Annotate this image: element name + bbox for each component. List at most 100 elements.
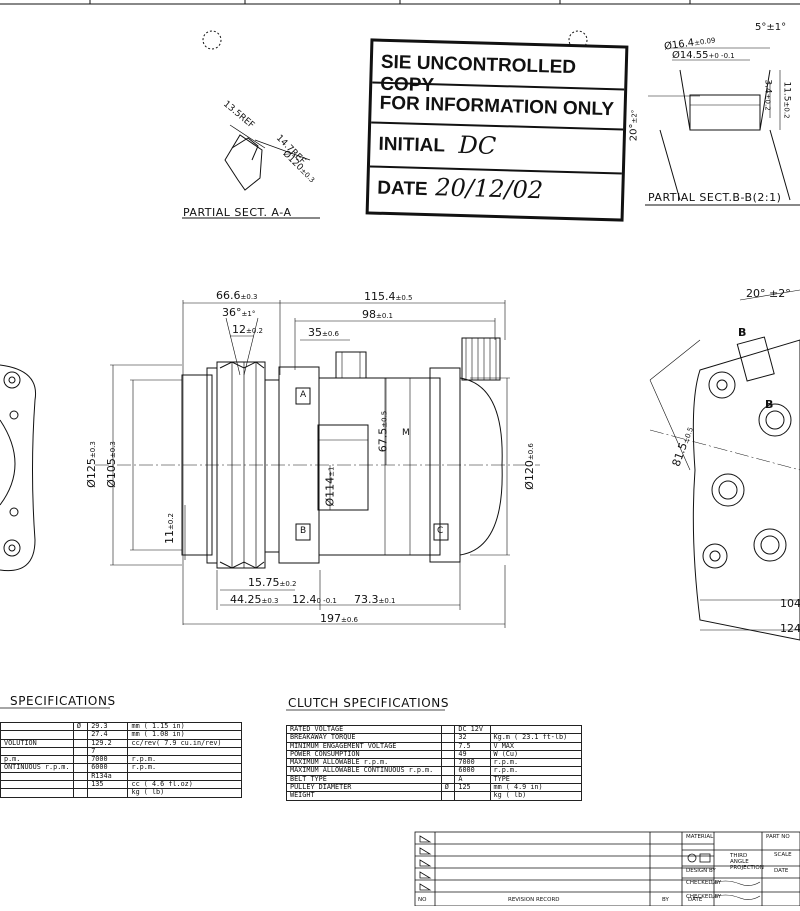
stamp-date-value: 20/12/02: [434, 173, 544, 205]
dim-36deg-val: 36°: [222, 306, 242, 319]
tb-part-no-label: PART NO: [766, 834, 790, 840]
section-a-title: PARTIAL SECT. A-A: [183, 206, 292, 219]
dim-d120-main-tol: ±0.6: [526, 443, 535, 461]
spec-cell-c4: cc/rev( 7.9 cu.in/rev): [127, 738, 242, 748]
dim-d105-val: Ø105: [104, 458, 118, 488]
clutch-spec-title: CLUTCH SPECIFICATIONS: [288, 696, 450, 710]
dim-angle-5: 5°±1°: [755, 22, 787, 33]
dim-d16-4-tol: ±0.09: [693, 36, 716, 48]
dim-36deg: 36°±1°: [222, 306, 255, 319]
dim-44-25: 44.25±0.3: [230, 593, 279, 606]
dim-12: 12±0.2: [232, 323, 263, 336]
spec-cell-c3: 135: [87, 780, 129, 790]
tb-no-label: NO: [418, 897, 427, 903]
dim-right-20deg: 20° ±2°: [746, 287, 791, 300]
dim-d14-55-tol: +0 -0.1: [708, 52, 735, 60]
spec-cell-c3: 125: [454, 783, 491, 793]
spec-cell-c4: r.p.m.: [127, 763, 242, 773]
spec-cell-c4: Kg.m ( 23.1 ft-lb): [489, 733, 583, 743]
spec-cell-c3: 129.2: [87, 738, 129, 748]
dim-3-4-tol: ±0.2: [763, 93, 772, 111]
section-mark-b2: B: [765, 398, 774, 411]
dim-35-tol: ±0.6: [322, 330, 339, 338]
dim-115-4: 115.4±0.5: [364, 290, 413, 303]
left-partial-view: [0, 364, 37, 572]
dim-66-6-val: 66.6: [216, 289, 241, 302]
marking-b: B: [300, 526, 307, 536]
dim-98-tol: ±0.1: [376, 312, 393, 320]
dim-d125: Ø125±0.3: [85, 441, 98, 488]
spec-cell-c4: cc ( 4.6 fl.oz): [127, 780, 242, 790]
spec-cell-c1: WEIGHT: [286, 791, 442, 801]
spec-cell-c2: Ø: [72, 721, 89, 732]
spec-cell-c2: [440, 791, 456, 801]
marking-c: C: [437, 526, 444, 536]
spec-row: kg ( lb): [0, 788, 242, 798]
dim-44-25-val: 44.25: [230, 593, 262, 606]
dim-angle-20: 20°±2°: [628, 110, 639, 142]
dim-12-val: 12: [232, 323, 246, 336]
dim-115-4-val: 115.4: [364, 290, 396, 303]
spec-cell-c2: [72, 730, 89, 740]
dim-d125-tol: ±0.3: [88, 441, 97, 459]
dim-124: 124: [780, 622, 800, 635]
stamp-row-date: DATE 20/12/02: [369, 167, 622, 214]
dim-197: 197±0.6: [320, 612, 358, 625]
spec-cell-c2: [72, 788, 89, 798]
dim-d114: Ø114±1: [323, 467, 336, 507]
spec-cell-c3: 27.4: [87, 730, 129, 740]
spec-cell-c4: mm ( 4.9 in): [489, 783, 583, 793]
dim-36deg-tol: ±1°: [241, 310, 256, 318]
stamp-initial-label: INITIAL: [378, 133, 446, 157]
dim-12-4-tol: 0 -0.1: [316, 597, 337, 605]
dim-d114-tol: ±1: [327, 466, 336, 477]
spec-cell-c2: Ø: [440, 783, 456, 793]
dim-angle-20-val: 20°: [628, 123, 640, 142]
dim-73-3-val: 73.3: [354, 593, 379, 606]
dim-197-val: 197: [320, 612, 341, 625]
title-block-lines: [414, 831, 800, 907]
spec-cell-c3: R134a: [87, 771, 129, 782]
dim-d105: Ø105±0.3: [105, 441, 118, 488]
dimension-lines: [110, 300, 510, 628]
dim-35-val: 35: [308, 326, 322, 339]
dim-d105-tol: ±0.3: [108, 441, 117, 459]
tb-scale-label: SCALE: [774, 852, 792, 858]
dim-3-4-val: 3.4: [762, 79, 773, 94]
dim-12-tol: ±0.2: [246, 327, 263, 335]
spec-cell-c1: [0, 780, 74, 790]
dim-d114-val: Ø114: [323, 476, 337, 507]
dim-44-25-tol: ±0.3: [261, 597, 279, 605]
spec-cell-c2: [440, 758, 456, 768]
dim-67-5-tol: ±0.5: [380, 410, 389, 428]
spec-cell-c2: [440, 741, 456, 751]
spec-cell-c3: 32: [454, 733, 491, 743]
spec-cell-c2: [440, 733, 456, 743]
dim-98-val: 98: [362, 308, 376, 321]
dim-67-5-val: 67.5: [376, 427, 390, 453]
tb-material-label: MATERIAL: [686, 834, 714, 840]
tb-date2-label: DATE: [774, 868, 789, 874]
spec-cell-c4: kg ( lb): [127, 788, 242, 798]
spec-cell-c2: [72, 771, 89, 782]
spec-cell-c1: ONTINUOUS r.p.m.: [0, 763, 74, 773]
hole-mark: [202, 30, 222, 50]
dim-197-tol: ±0.6: [341, 616, 358, 624]
hole-mark: [568, 30, 588, 50]
marking-m: M: [402, 428, 410, 438]
spec-cell-c2: [72, 763, 89, 773]
spec-row: R134a: [0, 771, 242, 782]
revision-record-label: REVISION RECORD: [508, 897, 560, 903]
spec-cell-c1: [0, 730, 74, 740]
spec-row: 7: [0, 746, 242, 757]
dim-d120-main: Ø120±0.6: [523, 443, 536, 490]
spec-cell-c1: [0, 721, 74, 732]
dim-73-3: 73.3±0.1: [354, 593, 396, 606]
dim-11-val: 11: [163, 530, 176, 544]
dim-115-4-tol: ±0.5: [395, 294, 413, 302]
